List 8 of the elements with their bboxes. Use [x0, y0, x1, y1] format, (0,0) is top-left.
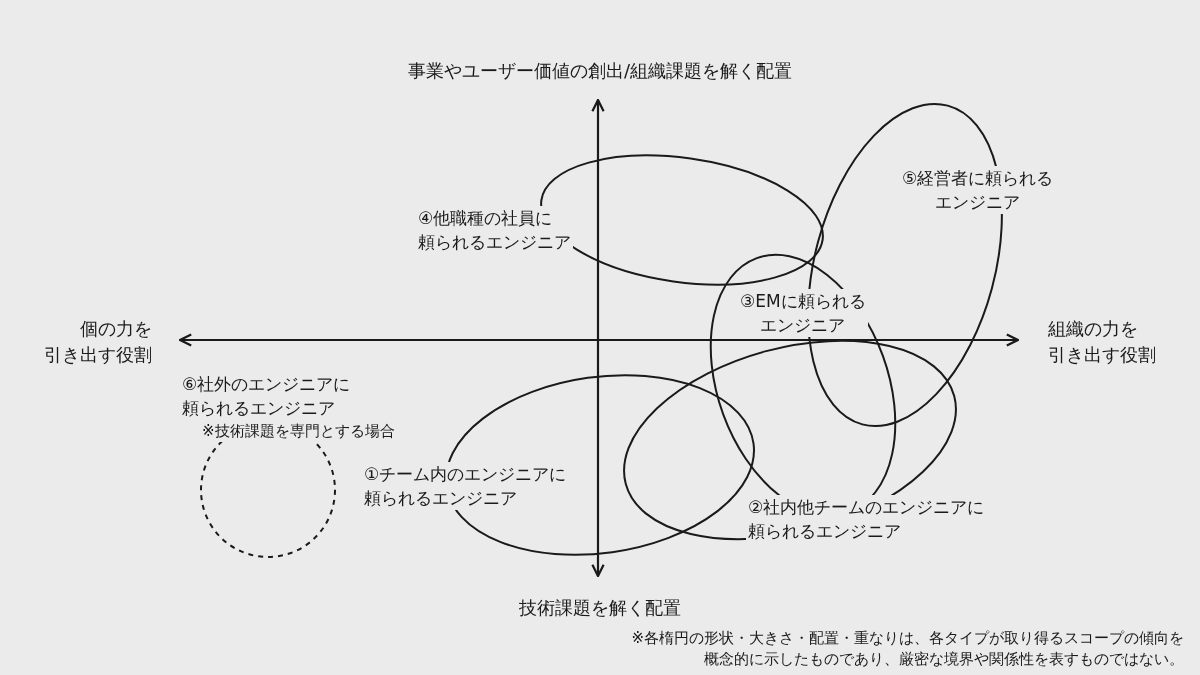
axis-label: 組織の力を引き出す役割	[1048, 317, 1156, 367]
axis-label: 事業やユーザー価値の創出/組織課題を解く配置	[407, 59, 793, 83]
ellipse-label: ④他職種の社員に頼られるエンジニア	[416, 206, 573, 254]
axis-label: 技術課題を解く配置	[519, 596, 681, 620]
ellipse-label: ③EMに頼られるエンジニア	[738, 289, 868, 337]
footnote-text: ※各楕円の形状・大きさ・配置・重なりは、各タイプが取り得るスコープの傾向を概念的に示したものであり、厳密な境界や関係性を表すものではない。	[631, 628, 1184, 670]
note-text: ※技術課題を専門とする場合	[200, 421, 397, 442]
axis-label: 個の力を引き出す役割	[44, 317, 152, 367]
